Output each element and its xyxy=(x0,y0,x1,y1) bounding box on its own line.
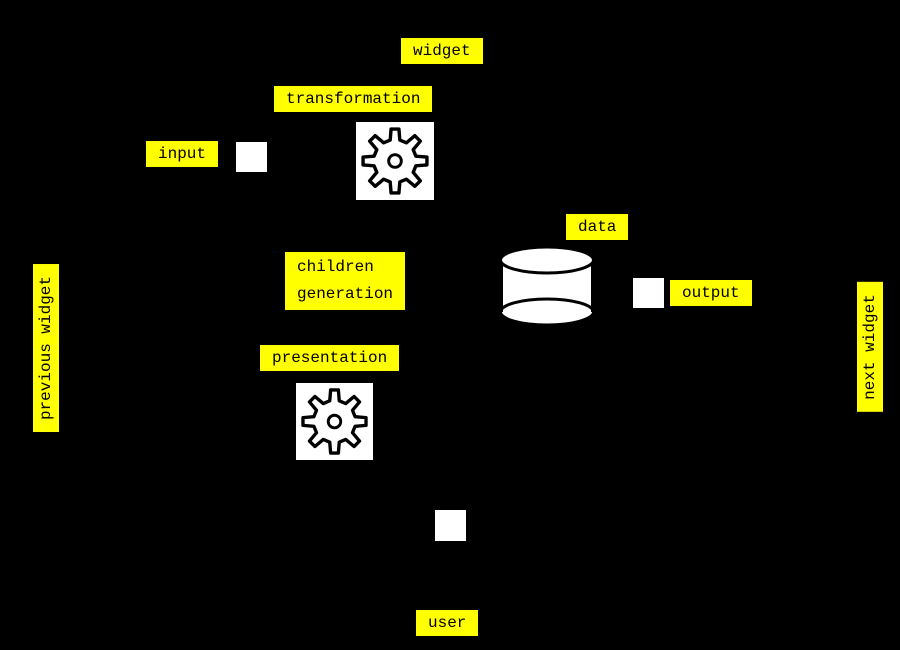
output-port-square xyxy=(633,278,664,308)
label-widget: widget xyxy=(401,38,483,64)
label-output: output xyxy=(670,280,752,306)
label-children-generation-line1: children xyxy=(297,258,374,276)
gear-icon xyxy=(301,388,368,455)
presentation-gear-box xyxy=(296,383,373,460)
label-children-generation: children generation xyxy=(285,252,406,310)
label-previous-widget: previous widget xyxy=(33,263,59,433)
label-data: data xyxy=(566,214,629,240)
label-user: user xyxy=(416,610,479,636)
transformation-gear-box xyxy=(356,122,434,200)
user-port-square xyxy=(435,510,466,541)
label-input: input xyxy=(146,141,219,167)
input-port-square xyxy=(236,142,267,172)
label-transformation: transformation xyxy=(274,86,433,112)
gear-icon xyxy=(361,127,429,195)
label-next-widget: next widget xyxy=(857,282,883,412)
label-presentation: presentation xyxy=(260,345,400,371)
database-cylinder-icon xyxy=(499,245,595,327)
label-children-generation-line2: generation xyxy=(297,285,394,303)
